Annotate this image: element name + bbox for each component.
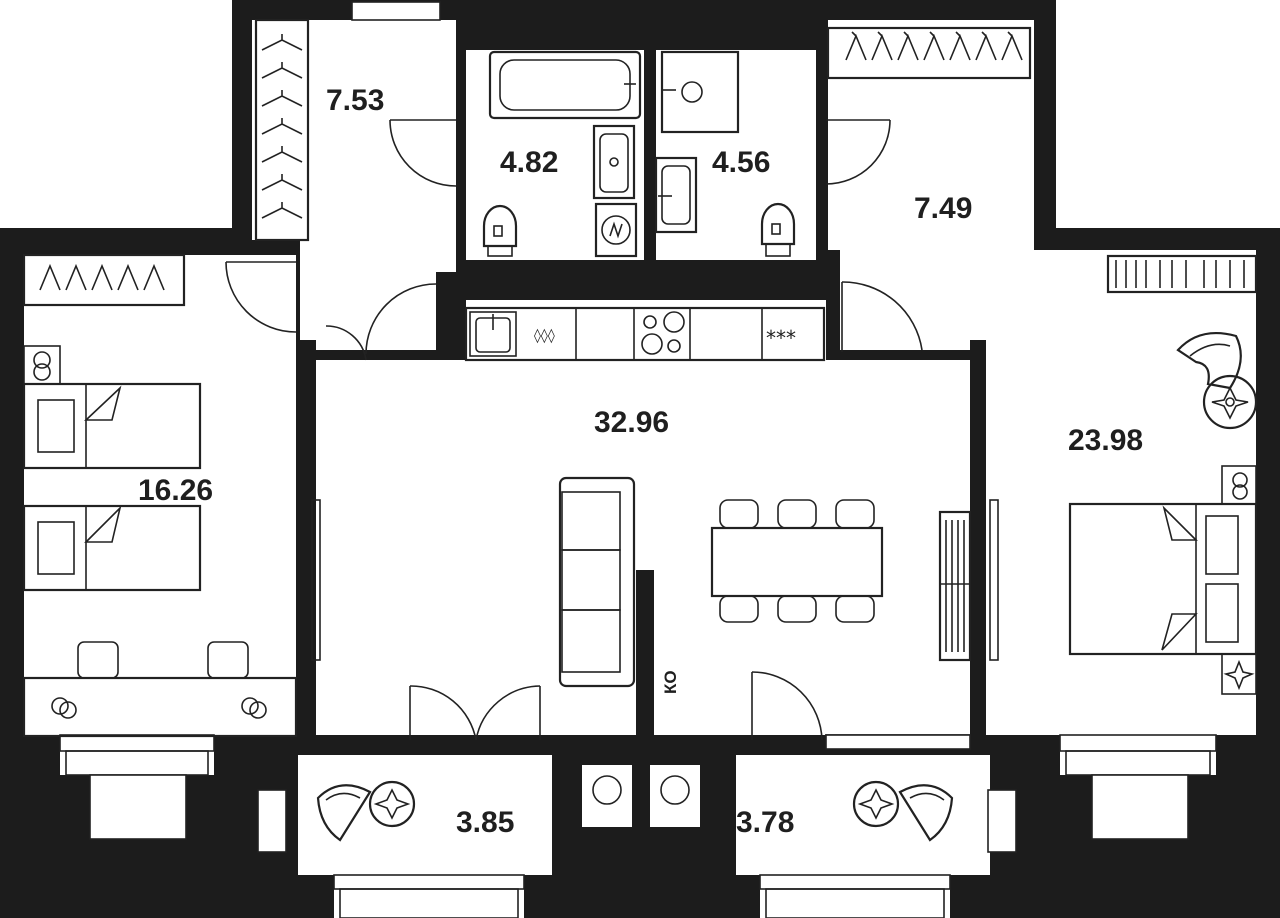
hanger-icon	[261, 34, 303, 219]
window-icon	[1059, 734, 1217, 840]
interior-walls	[296, 250, 986, 740]
hanger-icon	[39, 263, 165, 291]
window-icon	[352, 2, 440, 20]
plant-icon	[852, 780, 900, 828]
doors	[225, 119, 923, 741]
bed-icon	[22, 382, 202, 470]
sink-icon	[469, 311, 517, 357]
room-wardrobe-hall	[252, 20, 456, 240]
svg-text:◊◊◊: ◊◊◊	[534, 328, 555, 344]
room-toilet	[656, 50, 816, 260]
toilet-icon	[760, 202, 796, 257]
bookshelf-icon	[1106, 254, 1258, 294]
wardrobe-hallway	[826, 26, 1032, 80]
door-icon	[325, 283, 437, 361]
desk	[22, 641, 298, 738]
utility-label: КО	[661, 670, 680, 694]
sink-icon	[654, 156, 698, 234]
room-balcony-left	[298, 755, 552, 875]
area-label-bedroom-left: 16.26	[138, 474, 213, 507]
door-icon	[409, 685, 541, 741]
dining-table-icon	[710, 499, 884, 623]
room-bedroom-left	[24, 255, 296, 735]
area-label-wardrobe-hall: 7.53	[326, 84, 384, 117]
bookshelf-icon	[938, 510, 972, 662]
windows	[59, 1, 1217, 918]
window-icon	[59, 734, 215, 840]
door-icon	[225, 261, 297, 333]
armchair-icon	[316, 784, 372, 842]
utility-closet: КО	[654, 652, 682, 704]
door-icon	[825, 119, 891, 185]
door-icon	[751, 671, 823, 741]
washing-machine-icon	[594, 202, 638, 258]
plant-icon	[368, 780, 416, 828]
area-label-hallway: 7.49	[914, 192, 972, 225]
window-icon	[257, 789, 1017, 918]
door-icon	[841, 281, 923, 352]
wardrobe-left	[254, 18, 310, 242]
svg-text:***: ***	[766, 326, 796, 350]
hanger-icon	[845, 31, 1023, 61]
bed-icon	[22, 504, 202, 592]
bathtub-icon	[488, 50, 642, 120]
plant-icon	[1202, 374, 1258, 430]
area-label-living-kitchen: 32.96	[594, 406, 669, 439]
plant-icon	[1221, 653, 1257, 695]
door-icon	[389, 119, 457, 187]
sink-icon	[660, 50, 740, 134]
armchair-icon	[1176, 332, 1242, 390]
wardrobe-bedroom-left	[22, 253, 186, 307]
area-label-toilet: 4.56	[712, 146, 770, 179]
sink-icon	[592, 124, 636, 200]
area-labels: 7.53 4.82 4.56 7.49 16.26 32.96 23.98 3.…	[138, 84, 1143, 839]
stove-icon	[641, 311, 685, 355]
bed-icon	[1068, 502, 1258, 656]
area-label-balcony-left: 3.85	[456, 806, 514, 839]
kitchen-counter: ◊◊◊ ***	[464, 306, 826, 362]
room-bedroom-right	[986, 250, 1256, 735]
toilet-icon	[482, 204, 518, 257]
area-label-balcony-right: 3.78	[736, 806, 794, 839]
area-label-bathroom: 4.82	[500, 146, 558, 179]
area-label-bedroom-right: 23.98	[1068, 424, 1143, 457]
sofa-icon	[558, 476, 636, 688]
armchair-icon	[898, 784, 954, 842]
